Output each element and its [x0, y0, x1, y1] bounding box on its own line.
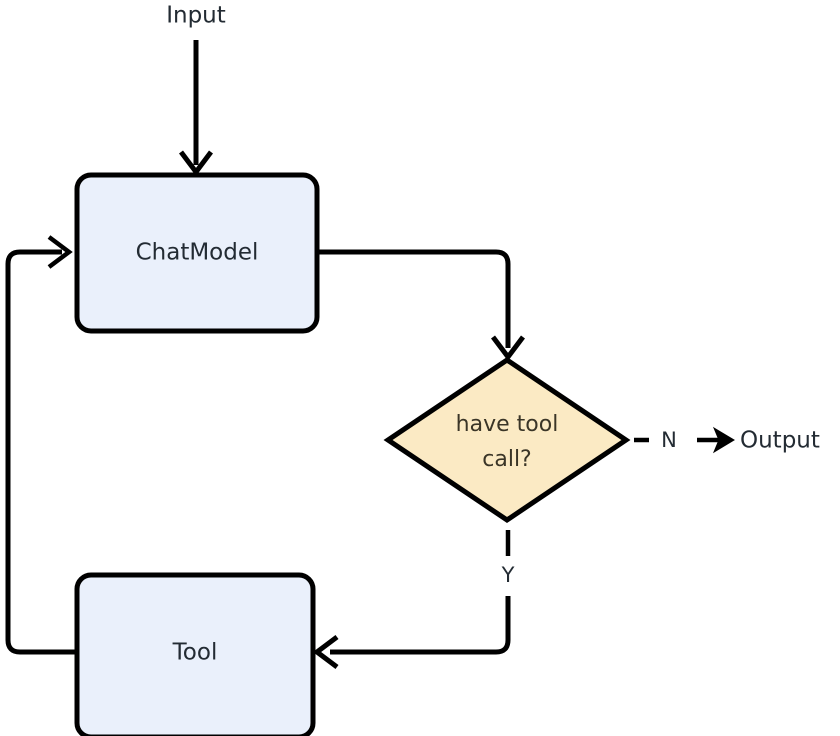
decision-diamond-shape — [383, 356, 631, 524]
arrow-head-right-icon — [712, 426, 735, 454]
arrow-head-down-icon — [491, 335, 525, 362]
decision-label-line1: have tool — [456, 412, 559, 437]
output-label: Output — [740, 428, 820, 454]
edge-line — [330, 596, 511, 655]
chatmodel-box-shape — [74, 172, 320, 334]
edge-chatmodel-to-decision — [318, 249, 525, 362]
arrow-head-right-icon — [47, 235, 73, 269]
arrow-head-left-icon — [312, 635, 339, 669]
tool-label: Tool — [172, 640, 218, 666]
edge-input-to-chatmodel — [179, 40, 213, 177]
edge-tool-to-chatmodel — [5, 235, 77, 655]
node-chatmodel[interactable]: ChatModel — [74, 172, 320, 334]
edge-label-n: N — [661, 428, 677, 452]
edge-line — [318, 249, 511, 348]
tool-box-shape — [74, 572, 316, 736]
node-decision-have-tool-call[interactable]: have tool call? — [383, 356, 631, 524]
decision-label-line2: call? — [482, 447, 531, 472]
input-label: Input — [166, 3, 226, 29]
arrow-head-down-icon — [179, 150, 213, 177]
edge-decision-to-output: N — [634, 426, 735, 454]
chatmodel-label: ChatModel — [136, 240, 259, 266]
node-tool[interactable]: Tool — [74, 572, 316, 736]
edge-label-y: Y — [501, 563, 515, 587]
edge-line — [5, 249, 77, 655]
edge-decision-to-tool: Y — [312, 530, 515, 669]
